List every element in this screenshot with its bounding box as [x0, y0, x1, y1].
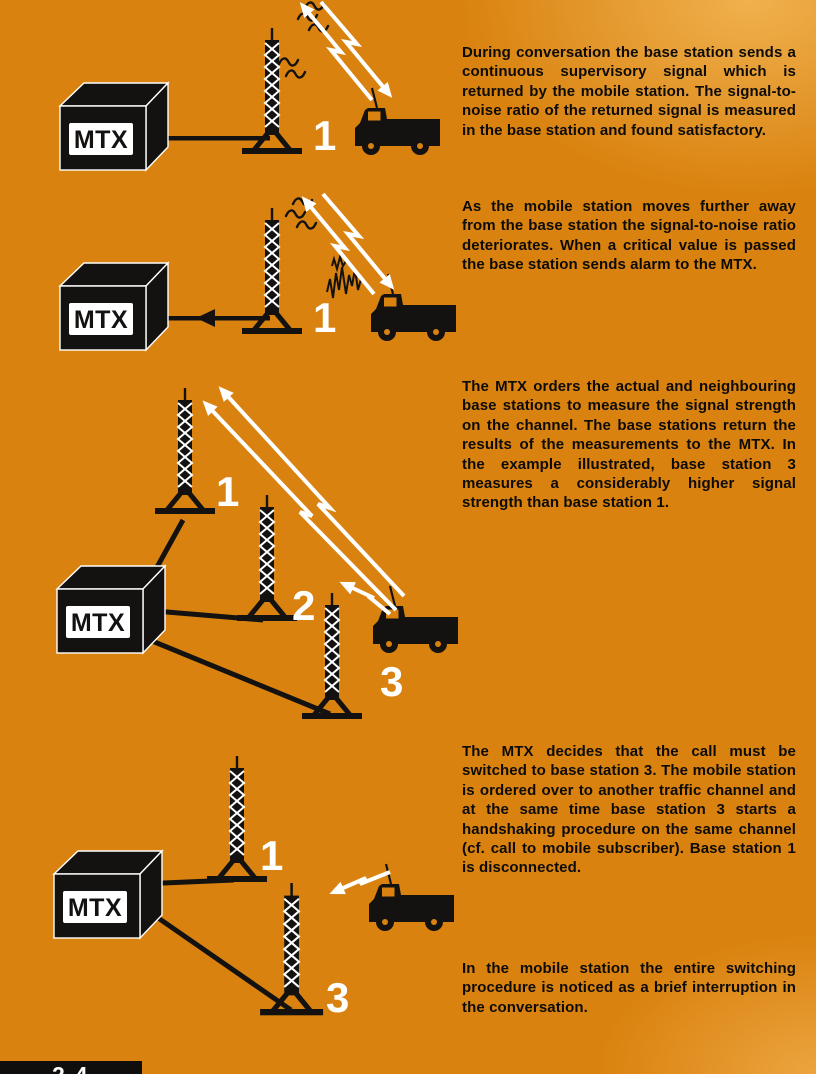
diagram-panel-4: 1 3 [53, 756, 456, 1021]
page-footer: 24 [0, 1061, 142, 1074]
signal-bolt-down [319, 0, 393, 98]
signal-bolt-to-tower-1b [218, 386, 406, 598]
station-number-label: 1 [313, 112, 336, 159]
signal-bolt-down [321, 192, 395, 290]
mobile-station-truck [369, 272, 458, 343]
station-number-label: 2 [292, 582, 315, 629]
mtx-link-line [143, 136, 270, 141]
diagram-panel-2: 1 [59, 192, 458, 351]
station-number-label: 1 [216, 468, 239, 515]
station-number-label: 1 [260, 832, 283, 879]
station-number-label: 3 [326, 974, 349, 1021]
caption-2: As the mobile station moves further away… [462, 198, 796, 274]
mtx-box [59, 82, 169, 171]
signal-bolt-up [299, 2, 374, 102]
base-station-tower-2 [237, 495, 297, 621]
caption-1: During conversation the base station sen… [462, 44, 796, 139]
mtx-box [59, 262, 169, 351]
signal-bolt-to-tower-3 [329, 870, 391, 895]
station-number-label: 1 [313, 294, 336, 341]
station-number-label: 3 [380, 658, 403, 705]
mtx-link-line-3 [139, 633, 331, 717]
base-station-tower-1 [207, 756, 267, 882]
alarm-arrowhead [196, 309, 215, 327]
diagram-panel-3: 1 2 3 [56, 386, 460, 719]
signal-bolt-to-tower-1 [202, 400, 398, 612]
caption-4: The MTX decides that the call must be sw… [462, 743, 796, 877]
interference-squiggle [295, 220, 318, 230]
mtx-link-line-3 [136, 901, 293, 1013]
base-station-tower-1 [242, 208, 302, 334]
noise-scribble [331, 253, 347, 273]
caption-3: The MTX orders the actual and neighbouri… [462, 378, 796, 512]
mtx-box [56, 565, 166, 654]
mtx-box [53, 850, 163, 939]
interference-squiggle [284, 69, 307, 79]
base-station-tower-1 [242, 28, 302, 154]
caption-5: In the mobile station the entire switchi… [462, 960, 796, 1016]
interference-squiggle [284, 209, 307, 219]
signal-bolt-up [301, 196, 376, 296]
signal-bolt-to-tower-3 [339, 581, 392, 616]
interference-squiggle [277, 57, 300, 67]
page-number: 24 [0, 1064, 142, 1074]
mobile-station-truck [353, 86, 442, 157]
mobile-station-truck [371, 584, 460, 655]
diagram-panel-1: 1 [59, 0, 442, 171]
